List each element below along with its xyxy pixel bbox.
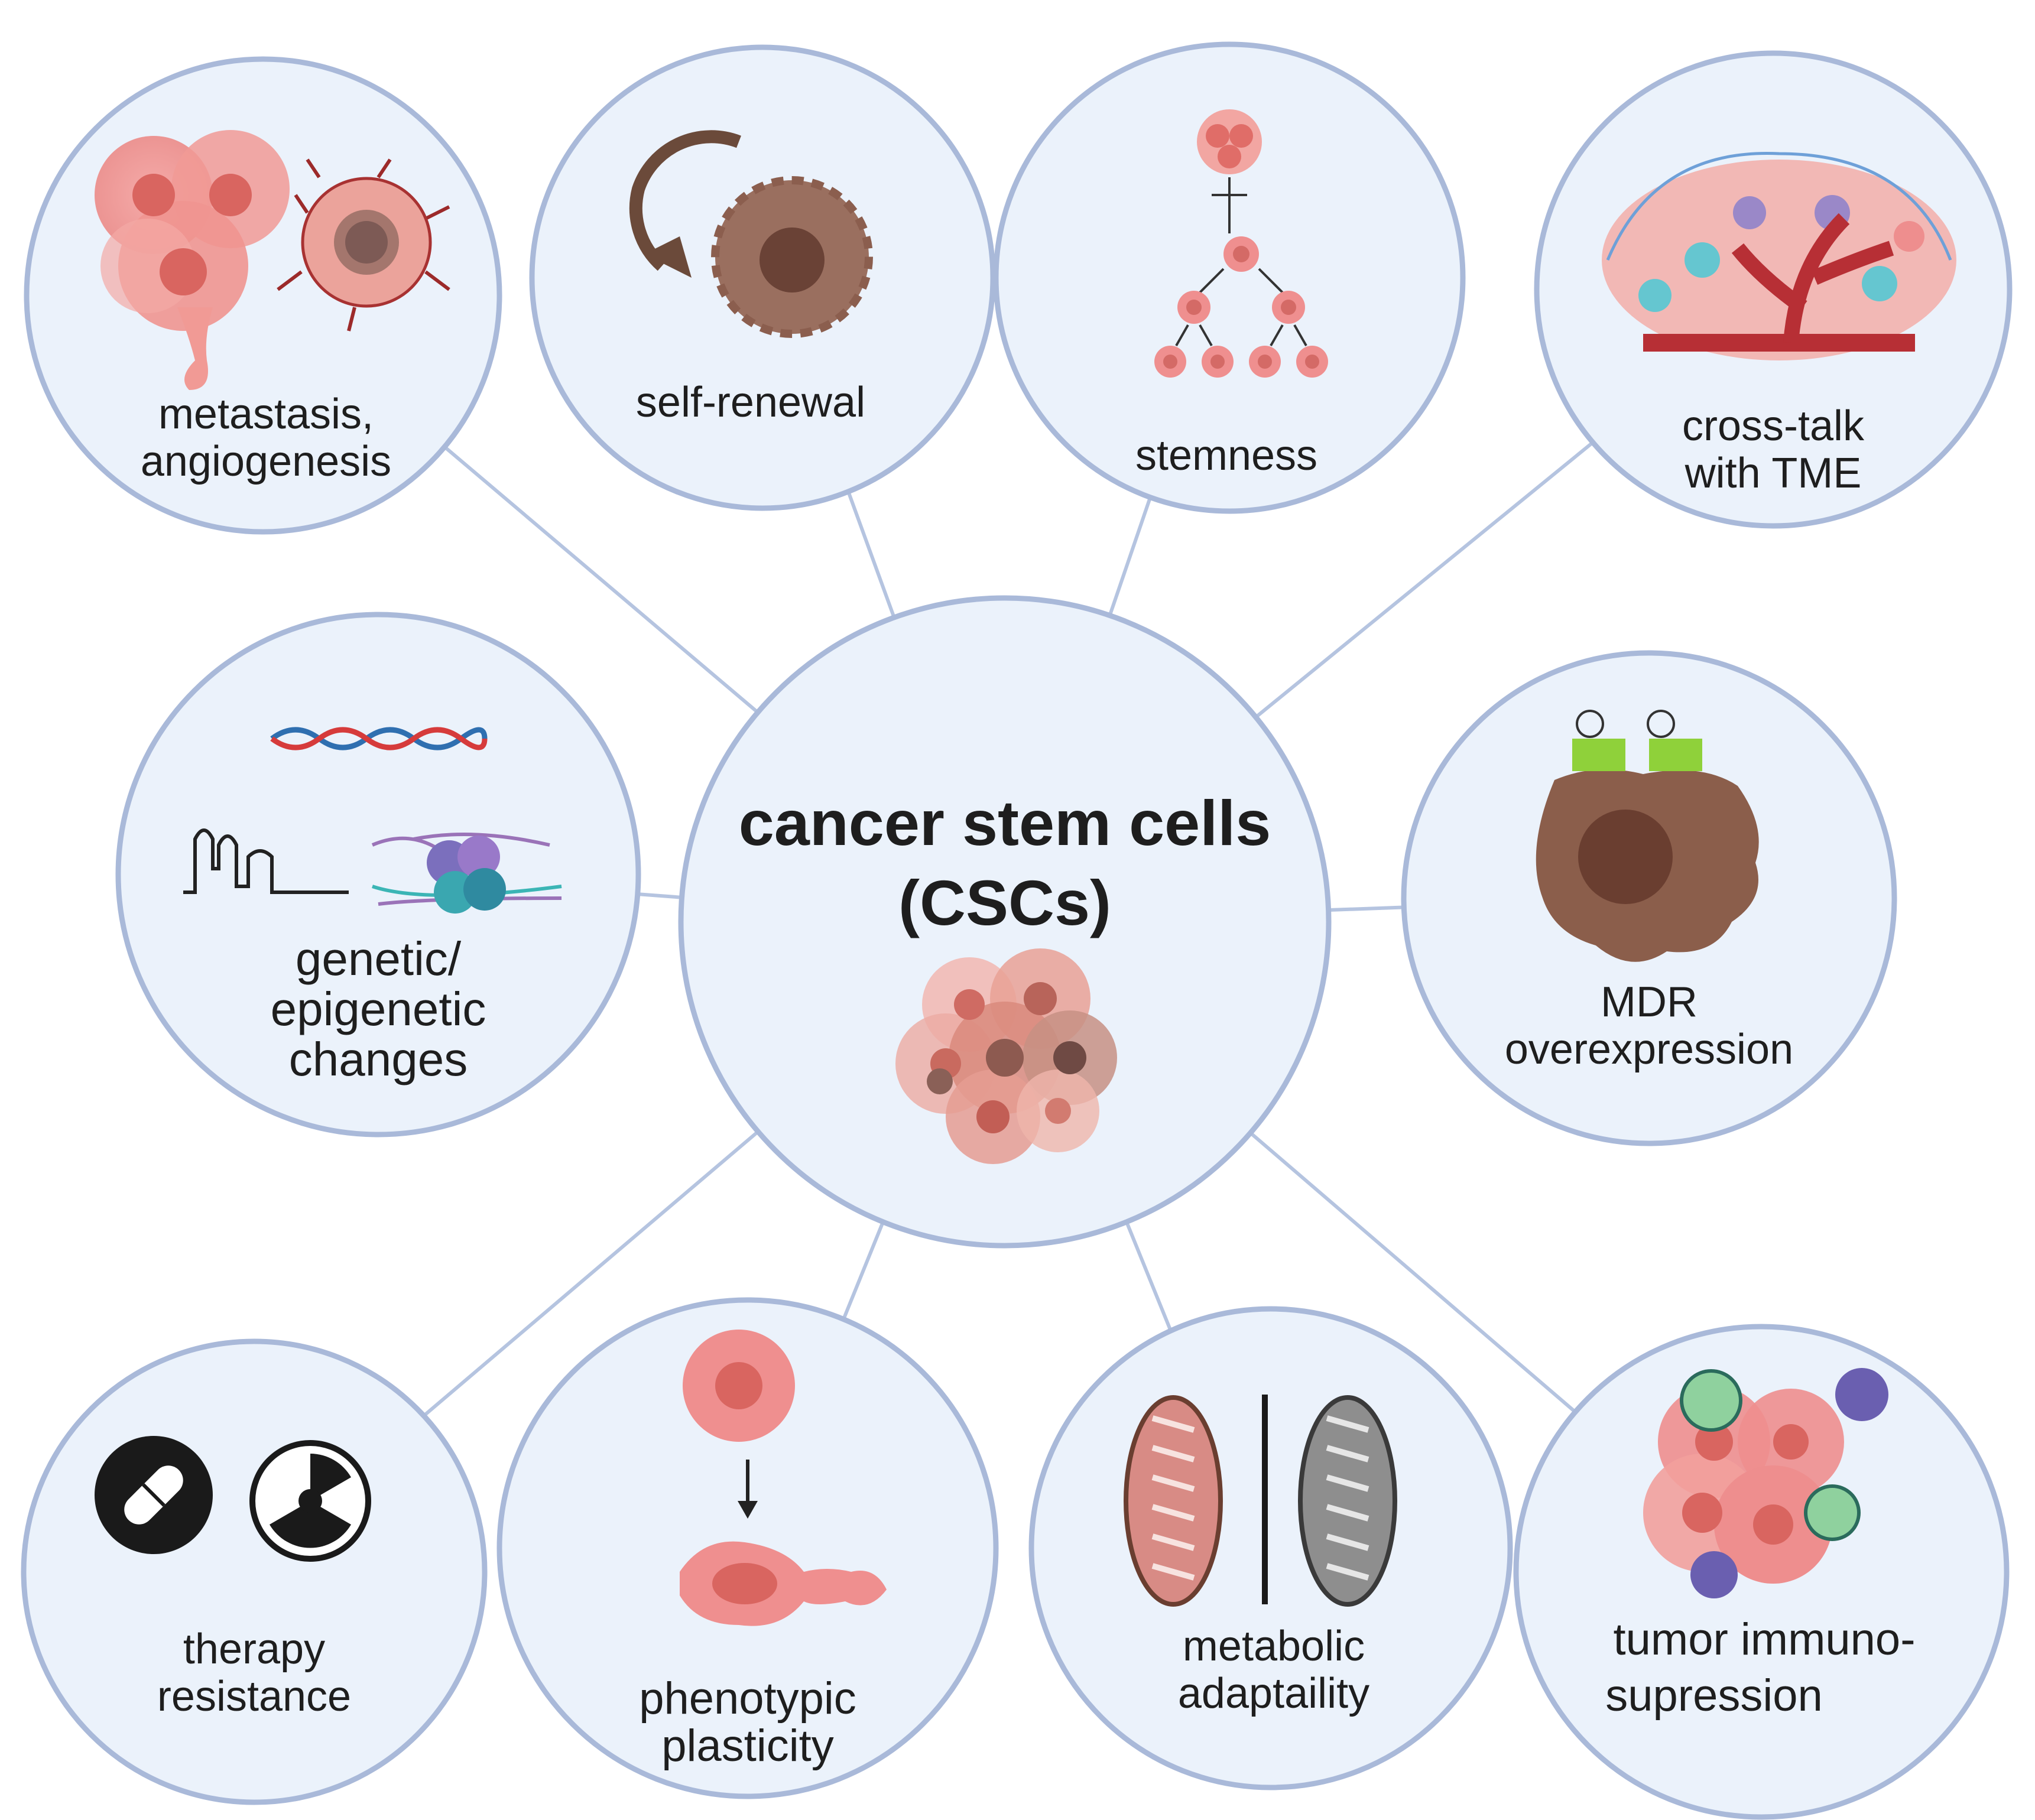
genetic-label-line3: changes (289, 1033, 468, 1086)
mitochondria-icon (1124, 1395, 1397, 1607)
node-phenotypic-plasticity: phenotypic plasticity (496, 1297, 999, 1799)
node-metabolic-adaptaility: metabolic adaptaility (1028, 1306, 1513, 1790)
node-stemness: stemness (993, 41, 1466, 514)
immuno-label-line1: tumor immuno- (1614, 1614, 1916, 1665)
tumor-microenvironment-icon (1602, 152, 1956, 360)
immuno-label-line2: supression (1605, 1670, 1823, 1721)
center-title-line1: cancer stem cells (739, 787, 1271, 859)
plasticity-label-line1: phenotypic (639, 1673, 856, 1724)
cell-transition-icon (680, 1330, 887, 1626)
node-cross-talk-tme: cross-talk with TME (1534, 50, 2013, 529)
node-metastasis-angiogenesis: metastasis, angiogenesis (24, 56, 502, 535)
dna-rna-nucleosome-icon (183, 727, 562, 914)
pill-radiation-icon (95, 1436, 371, 1562)
genetic-label-line2: epigenetic (271, 983, 486, 1035)
cell-hierarchy-icon (1154, 109, 1328, 378)
mdr-label-line1: MDR (1601, 979, 1698, 1026)
metastasis-label-line1: metastasis, (158, 391, 374, 438)
node-mdr-overexpression: MDR overexpression (1401, 650, 1897, 1146)
node-genetic-epigenetic: genetic/ epigenetic changes (115, 612, 641, 1138)
stemness-label: stemness (1135, 432, 1317, 479)
metabolic-label-line1: metabolic (1183, 1623, 1365, 1670)
therapy-label-line1: therapy (183, 1626, 325, 1673)
crosstalk-label-line1: cross-talk (1682, 402, 1865, 450)
center-node: cancer stem cells (CSCs) (678, 595, 1332, 1249)
mdr-label-line2: overexpression (1505, 1026, 1793, 1073)
node-therapy-resistance: therapy resistance (21, 1338, 488, 1805)
center-title-line2: (CSCs) (898, 867, 1111, 938)
plasticity-label-line2: plasticity (661, 1721, 833, 1771)
mdr-transporter-cell-icon (1536, 710, 1759, 962)
crosstalk-label-line2: with TME (1685, 450, 1862, 497)
node-tumor-immunosupression: tumor immuno- supression (1513, 1324, 2010, 1820)
therapy-label-line2: resistance (157, 1673, 351, 1720)
metastasis-label-line2: angiogenesis (141, 438, 391, 485)
tumor-cluster-icon (895, 948, 1117, 1164)
metastasis-angiogenesis-icon (95, 130, 450, 390)
immune-cells-tumor-icon (1643, 1368, 1888, 1598)
node-self-renewal: self-renewal (529, 44, 996, 511)
self-renewal-cell-icon (629, 130, 873, 338)
metabolic-label-line2: adaptaility (1178, 1670, 1369, 1717)
self-renewal-label: self-renewal (636, 379, 865, 426)
genetic-label-line1: genetic/ (296, 932, 462, 985)
